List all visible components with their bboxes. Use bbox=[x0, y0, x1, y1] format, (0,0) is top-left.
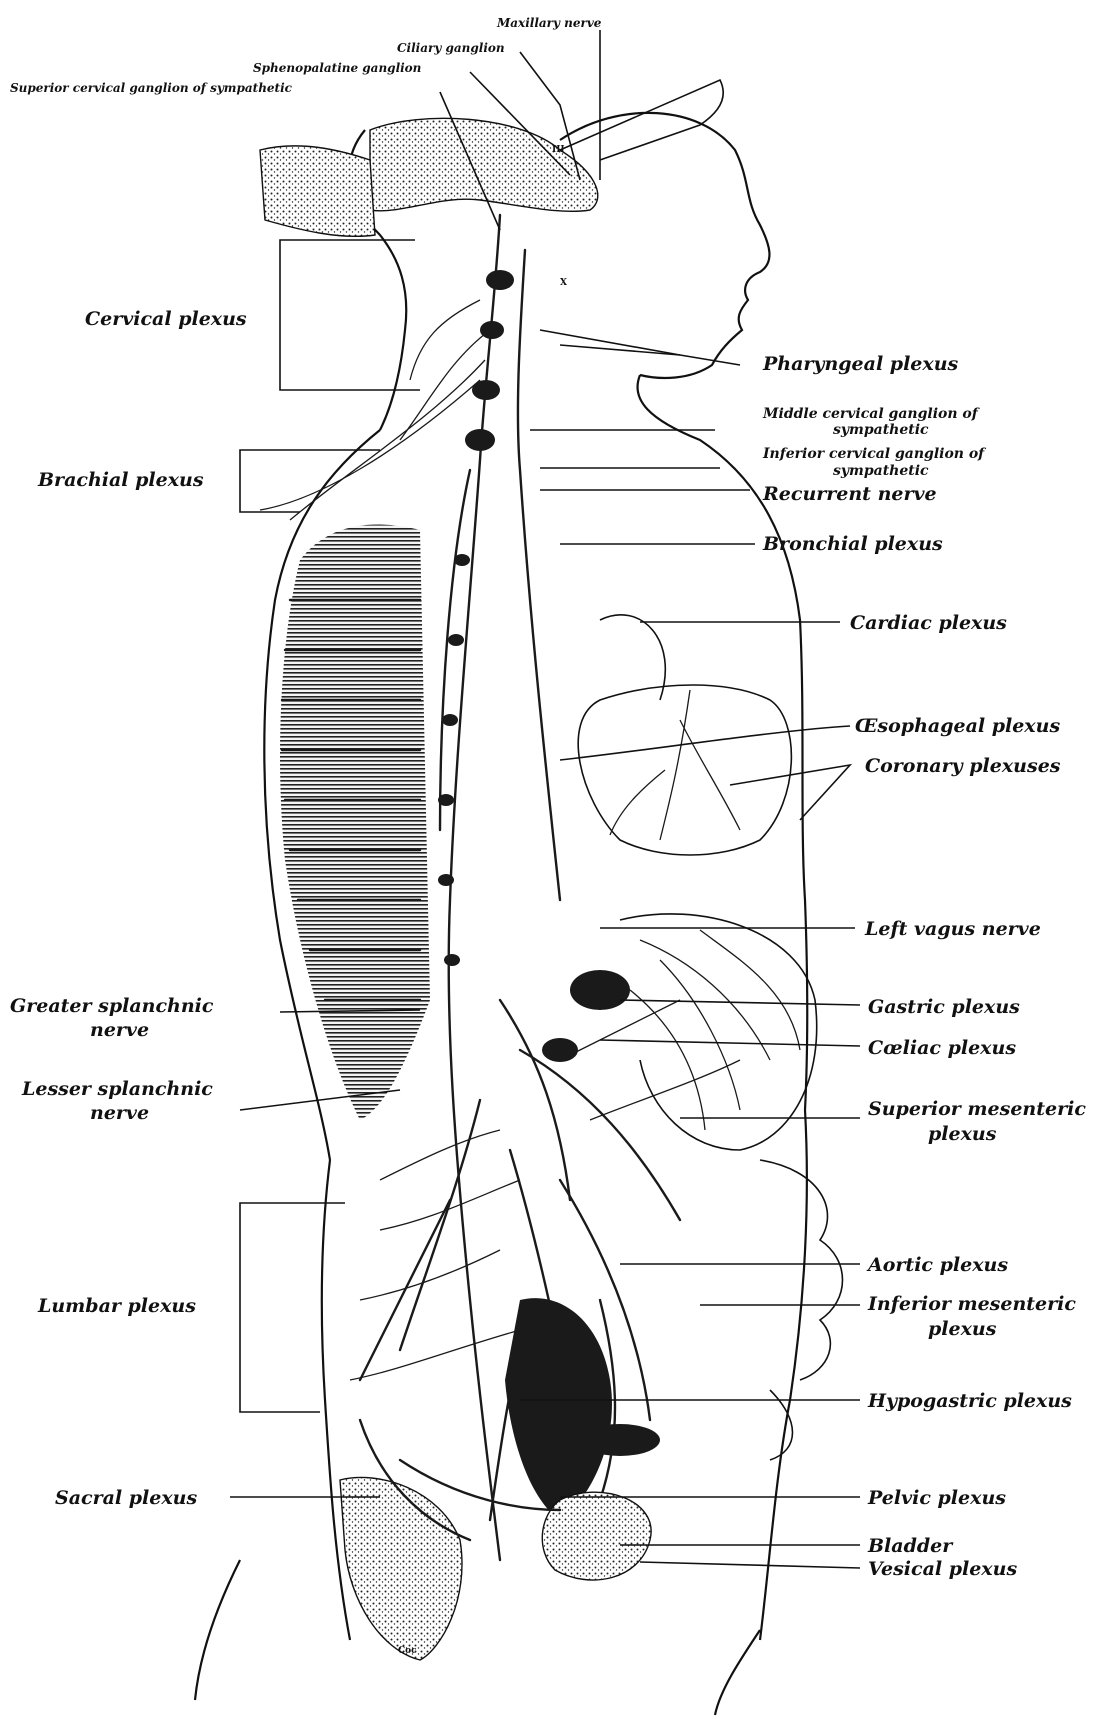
label-mark-x: X bbox=[560, 278, 567, 288]
label-sacral-plexus: Sacral plexus bbox=[55, 1487, 197, 1509]
label-bronchial-plexus: Bronchial plexus bbox=[762, 533, 943, 555]
label-recurrent-nerve: Recurrent nerve bbox=[762, 483, 937, 505]
abdominal-plexus-network bbox=[340, 970, 740, 1660]
label-lumbar-plexus: Lumbar plexus bbox=[37, 1295, 196, 1317]
label-greater-splanchnic-nerve: Greater splanchnic bbox=[10, 995, 214, 1017]
label-middle-cervical-ganglion: Middle cervical ganglion of bbox=[762, 406, 981, 422]
label-inferior-cervical-ganglion: Inferior cervical ganglion of bbox=[762, 446, 987, 462]
label-brachial-plexus: Brachial plexus bbox=[37, 469, 204, 491]
stomach bbox=[620, 914, 817, 1150]
label-cardiac-plexus: Cardiac plexus bbox=[850, 612, 1007, 634]
label-aortic-plexus: Aortic plexus bbox=[866, 1254, 1008, 1276]
label-cervical-plexus: Cervical plexus bbox=[85, 308, 247, 330]
label-inferior-mesenteric-plexus-2: plexus bbox=[928, 1318, 997, 1340]
label-greater-splanchnic-nerve-2: nerve bbox=[90, 1019, 149, 1041]
label-sphenopalatine-ganglion: Sphenopalatine ganglion bbox=[253, 61, 421, 75]
label-inferior-mesenteric-plexus: Inferior mesenteric bbox=[867, 1293, 1076, 1315]
label-left-vagus-nerve: Left vagus nerve bbox=[864, 918, 1041, 940]
label-superior-mesenteric-plexus: Superior mesenteric bbox=[868, 1098, 1086, 1120]
label-superior-cervical-ganglion: Superior cervical ganglion of sympatheti… bbox=[10, 81, 293, 95]
label-pharyngeal-plexus: Pharyngeal plexus bbox=[762, 353, 959, 375]
label-pelvic-plexus: Pelvic plexus bbox=[867, 1487, 1006, 1509]
label-lesser-splanchnic-nerve: Lesser splanchnic bbox=[21, 1078, 213, 1100]
label-vesical-plexus: Vesical plexus bbox=[868, 1558, 1017, 1580]
rib-cage bbox=[280, 524, 430, 1120]
label-coeliac-plexus: Cœliac plexus bbox=[868, 1037, 1016, 1059]
label-gastric-plexus: Gastric plexus bbox=[868, 996, 1020, 1018]
label-oesophageal-plexus: Œsophageal plexus bbox=[855, 715, 1060, 737]
label-inferior-cervical-ganglion-2: sympathetic bbox=[833, 463, 929, 479]
label-mark-coc: Coc bbox=[398, 1646, 417, 1656]
label-superior-mesenteric-plexus-2: plexus bbox=[928, 1123, 997, 1145]
label-hypogastric-plexus: Hypogastric plexus bbox=[867, 1390, 1072, 1412]
label-coronary-plexuses: Coronary plexuses bbox=[865, 755, 1061, 777]
label-middle-cervical-ganglion-2: sympathetic bbox=[833, 422, 929, 438]
label-ciliary-ganglion: Ciliary ganglion bbox=[397, 41, 505, 55]
label-maxillary-nerve: Maxillary nerve bbox=[496, 16, 602, 30]
label-lesser-splanchnic-nerve-2: nerve bbox=[90, 1102, 149, 1124]
label-bladder: Bladder bbox=[867, 1535, 954, 1557]
label-mark-iii: III bbox=[552, 145, 565, 155]
